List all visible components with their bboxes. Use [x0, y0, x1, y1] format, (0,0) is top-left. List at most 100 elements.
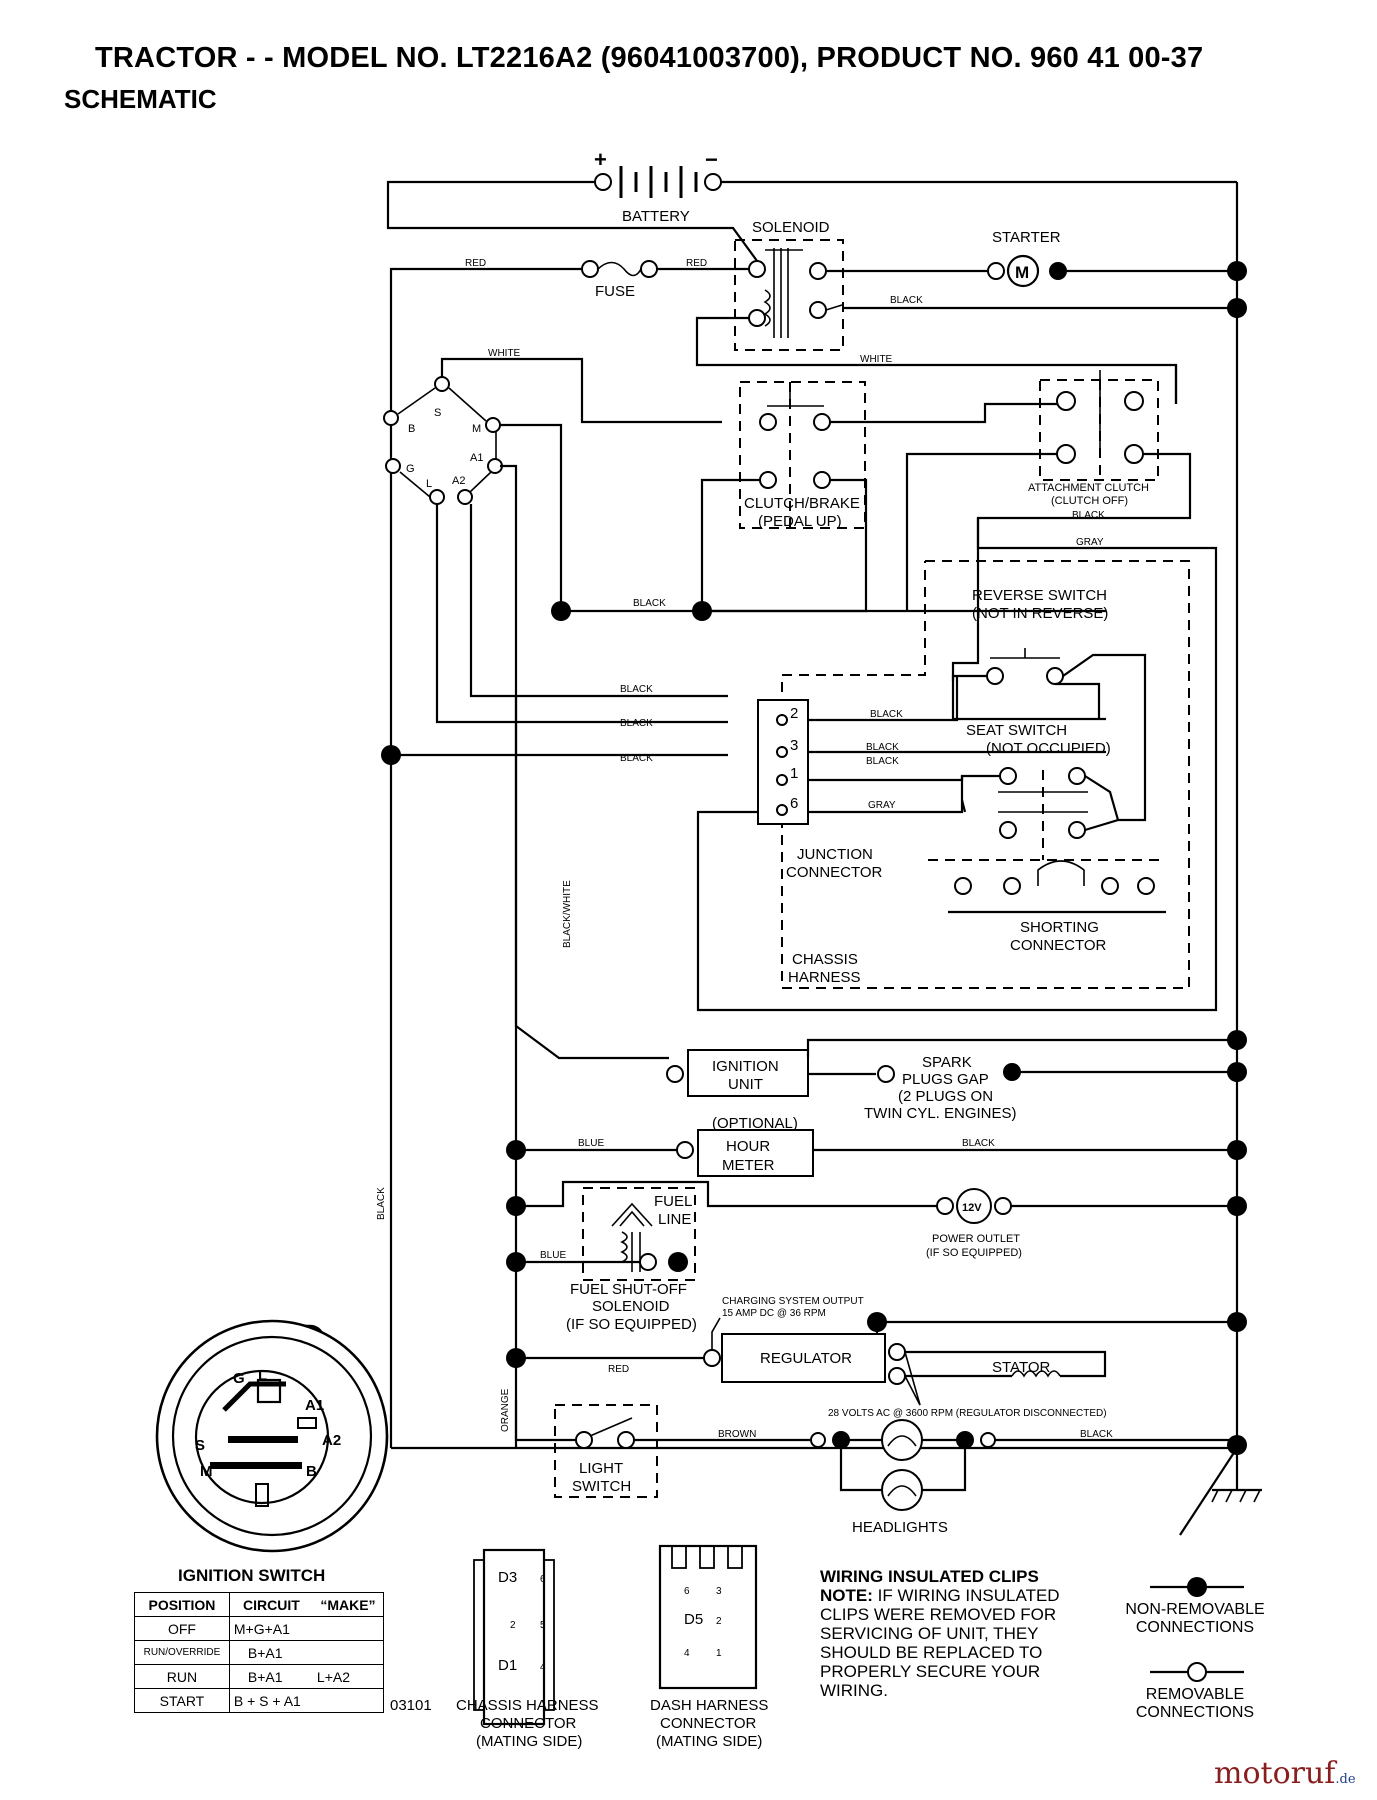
hour-meter: (OPTIONAL) HOUR METER BLUE BLACK	[506, 1115, 1237, 1177]
light-switch-label-1: LIGHT	[579, 1460, 623, 1477]
chassis-harness: CHASSIS HARNESS	[781, 560, 1190, 989]
clutch-brake-label-1: CLUTCH/BRAKE	[744, 495, 860, 512]
fuel-shutoff-label-2: SOLENOID	[592, 1298, 670, 1315]
wire-label-black: BLACK	[633, 598, 666, 609]
dash-pin: 2	[716, 1616, 722, 1627]
attachment-clutch-label-1: ATTACHMENT CLUTCH	[1028, 482, 1149, 494]
dash-connector-label-1: DASH HARNESS	[650, 1697, 768, 1714]
junction-label-2: CONNECTOR	[786, 864, 883, 881]
starter-label: STARTER	[992, 229, 1061, 246]
chassis-pin: 4	[540, 1662, 546, 1673]
wire-label-white: WHITE	[488, 348, 521, 359]
extra-cell: L+A2	[312, 1664, 384, 1689]
chassis-harness-connector: D3 6 2 5 D1 4 CHASSIS HARNESS CONNECTOR …	[456, 1548, 599, 1750]
starter-symbol: M	[1015, 263, 1029, 282]
wire-label-black: BLACK	[890, 295, 923, 306]
headlights-label: HEADLIGHTS	[852, 1519, 948, 1536]
page-title: TRACTOR - - MODEL NO. LT2216A2 (96041003…	[95, 42, 1204, 74]
table-header: POSITION	[134, 1592, 230, 1617]
junction-connector: 2 3 1 6 BLACK BLACK BLACK GRAY JUNCTION …	[757, 676, 1106, 881]
hour-meter-label-2: METER	[722, 1157, 775, 1174]
ign-terminal-s: S	[434, 407, 441, 419]
ign-terminal-a1: A1	[470, 452, 483, 464]
note-prefix: NOTE:	[820, 1586, 873, 1605]
watermark-logo: motoruf.de	[1214, 1756, 1356, 1791]
wire-label-black: BLACK	[376, 1187, 387, 1220]
junction-pin: 6	[790, 795, 798, 812]
attachment-clutch-label-2: (CLUTCH OFF)	[1051, 495, 1128, 507]
table-row: OFF M+G+A1	[134, 1616, 384, 1641]
face-label-g: G	[233, 1370, 245, 1387]
battery-label: BATTERY	[622, 208, 690, 225]
shorting-label-1: SHORTING	[1020, 919, 1099, 936]
junction-pin: 1	[790, 765, 798, 782]
wire-label-blue: BLUE	[540, 1250, 566, 1261]
face-label-s: S	[195, 1437, 205, 1454]
legend-text: CONNECTIONS	[1135, 1704, 1255, 1721]
circuit-cell: B + S + A1	[228, 1688, 313, 1713]
chassis-pin: 5	[540, 1620, 546, 1631]
headlights: BLACK HEADLIGHTS	[810, 1419, 1237, 1536]
circuit-cell: M+G+A1	[228, 1616, 313, 1641]
junction-label-1: JUNCTION	[797, 846, 873, 863]
wire-label-black: BLACK	[866, 756, 899, 767]
ign-terminal-b: B	[408, 423, 415, 435]
reverse-switch-label-2: (NOT IN REVERSE)	[972, 605, 1108, 622]
optional-label: (OPTIONAL)	[712, 1115, 798, 1132]
fuse: FUSE RED RED	[465, 258, 707, 300]
fuel-line-label-1: FUEL	[654, 1193, 692, 1210]
face-label-l: L	[258, 1367, 267, 1384]
wire-label-orange: ORANGE	[500, 1388, 511, 1432]
wiring-note: WIRING INSULATED CLIPS NOTE: IF WIRING I…	[820, 1567, 1100, 1700]
regulator-label: REGULATOR	[760, 1350, 852, 1367]
dash-pin: 1	[716, 1648, 722, 1659]
shorting-label-2: CONNECTOR	[1010, 937, 1107, 954]
dash-harness-connector: 6 3 D5 2 4 1 DASH HARNESS CONNECTOR (MAT…	[650, 1544, 768, 1750]
junction-pin: 2	[790, 705, 798, 722]
fuel-shutoff-solenoid: FUEL LINE BLUE FUEL SHUT-OFF SOLENOID (I…	[506, 1180, 937, 1333]
ignition-unit-label-2: UNIT	[728, 1076, 763, 1093]
chassis-label-1: CHASSIS	[792, 951, 858, 968]
dash-connector-label-3: (MATING SIDE)	[656, 1733, 762, 1750]
spark-label-4: TWIN CYL. ENGINES)	[864, 1105, 1017, 1122]
spark-label-3: (2 PLUGS ON	[898, 1088, 993, 1105]
solenoid-label: SOLENOID	[752, 219, 830, 236]
dash-pin: 6	[684, 1586, 690, 1597]
wire-label-black: BLACK	[620, 684, 653, 695]
table-header: “MAKE”	[312, 1592, 384, 1617]
fuel-line-label-2: LINE	[658, 1211, 691, 1228]
ignition-switch-title: IGNITION SWITCH	[178, 1566, 326, 1585]
frame-wires	[386, 180, 1239, 1450]
wire-label-black: BLACK	[870, 709, 903, 720]
power-outlet-label-1: POWER OUTLET	[932, 1233, 1020, 1245]
power-outlet-symbol: 12V	[962, 1202, 982, 1214]
dash-connector-label-2: CONNECTOR	[660, 1715, 757, 1732]
chassis-pin: D3	[498, 1569, 517, 1586]
reverse-switch: REVERSE SWITCH (NOT IN REVERSE)	[951, 587, 1147, 822]
wire-label-black: BLACK	[866, 742, 899, 753]
wire-label-black: BLACK	[620, 718, 653, 729]
note-heading: WIRING INSULATED CLIPS	[820, 1567, 1039, 1586]
wire-label-black-white: BLACK/WHITE	[562, 880, 573, 948]
power-outlet: 12V POWER OUTLET (IF SO EQUIPPED)	[926, 1188, 1237, 1259]
extra-cell	[312, 1640, 384, 1665]
ign-terminal-l: L	[426, 478, 432, 490]
wire-label-red: RED	[608, 1364, 629, 1375]
table-row: RUN B+A1 L+A2	[134, 1664, 384, 1689]
solenoid: SOLENOID	[734, 219, 844, 351]
table-row: START B + S + A1	[134, 1688, 384, 1713]
reverse-switch-label-1: REVERSE SWITCH	[972, 587, 1107, 604]
legend-text: REMOVABLE	[1145, 1686, 1245, 1703]
dash-pin: D5	[684, 1611, 703, 1628]
chassis-pin: 6	[540, 1574, 546, 1585]
chassis-connector-label-3: (MATING SIDE)	[476, 1733, 582, 1750]
wire-label-black: BLACK	[620, 753, 653, 764]
extra-cell	[312, 1688, 384, 1713]
junction-pin: 3	[790, 737, 798, 754]
light-switch-label-2: SWITCH	[572, 1478, 631, 1495]
legend-non-removable: NON-REMOVABLE CONNECTIONS	[1110, 1601, 1280, 1637]
legend-text: NON-REMOVABLE	[1125, 1601, 1265, 1618]
shorting-connector: SHORTING CONNECTOR	[928, 859, 1166, 954]
extra-cell	[312, 1616, 384, 1641]
page-subtitle: SCHEMATIC	[64, 84, 217, 114]
